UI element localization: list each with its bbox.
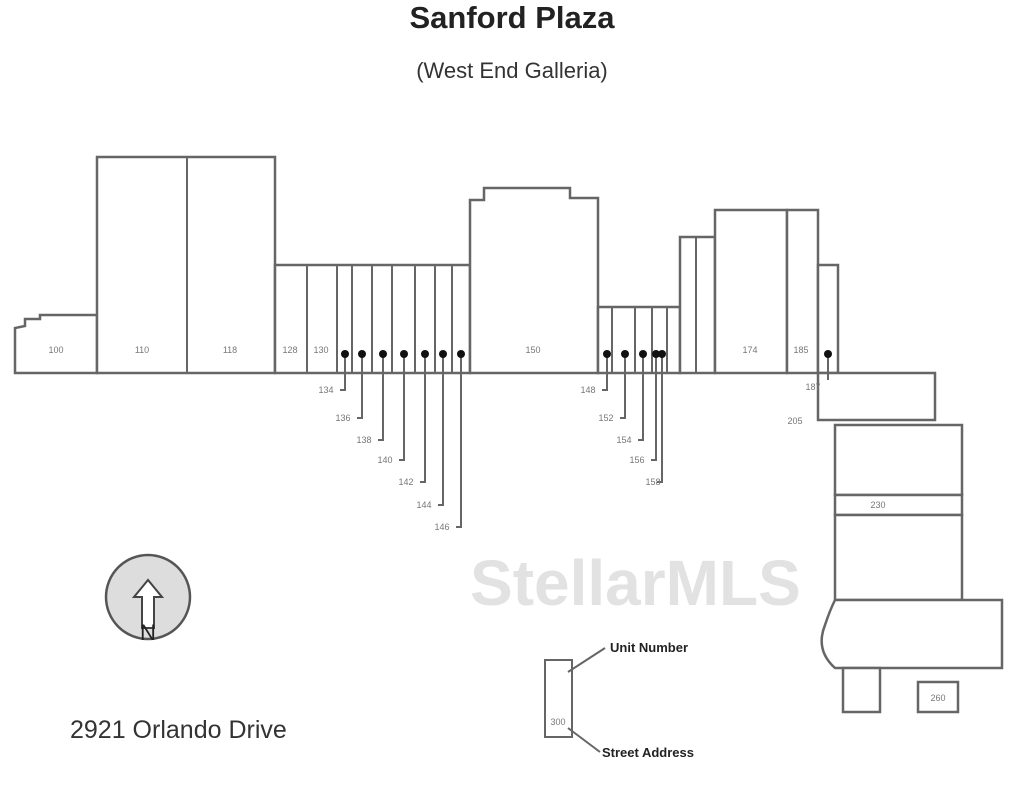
unit-label: 205 bbox=[787, 416, 802, 426]
unit-label: 128 bbox=[282, 345, 297, 355]
unit-label: 130 bbox=[313, 345, 328, 355]
east-wing-small-unit bbox=[841, 666, 882, 714]
legend-pointer bbox=[567, 647, 606, 673]
unit-230 bbox=[833, 493, 964, 517]
unit-label: 187 bbox=[805, 382, 820, 392]
unit-label: 260 bbox=[930, 693, 945, 703]
legend-unit-number: Unit Number bbox=[610, 640, 688, 655]
legend-sample-address: 300 bbox=[550, 717, 565, 727]
leader-lines bbox=[340, 354, 829, 528]
unit-dividers-west bbox=[306, 265, 453, 373]
unit-260 bbox=[916, 680, 960, 714]
north-arrow-icon: N bbox=[104, 553, 192, 645]
page-subtitle: (West End Galleria) bbox=[416, 58, 608, 83]
unit-label: 118 bbox=[223, 345, 237, 355]
page-title: Sanford Plaza bbox=[409, 0, 615, 35]
leader-label: 134 bbox=[318, 385, 333, 395]
street-address: 2921 Orlando Drive bbox=[70, 716, 287, 744]
leader-label: 152 bbox=[598, 413, 613, 423]
unit-label: 150 bbox=[525, 345, 540, 355]
legend-pointer bbox=[567, 727, 601, 753]
leader-label: 156 bbox=[629, 455, 644, 465]
leader-label: 148 bbox=[580, 385, 595, 395]
leader-label: 142 bbox=[398, 477, 413, 487]
east-wing-corridor bbox=[816, 371, 937, 422]
unit-label: 185 bbox=[793, 345, 808, 355]
unit-label: 174 bbox=[742, 345, 757, 355]
unit-100 bbox=[13, 313, 99, 375]
leader-label: 138 bbox=[356, 435, 371, 445]
unit-174 bbox=[713, 208, 789, 375]
leader-label: 144 bbox=[416, 500, 431, 510]
leader-label: 146 bbox=[434, 522, 449, 532]
unit-label: 110 bbox=[135, 345, 149, 355]
unit-dividers-east bbox=[611, 307, 668, 373]
legend-street-address: Street Address bbox=[602, 745, 694, 760]
east-wing-unit bbox=[833, 513, 964, 602]
legend-sample-unit bbox=[544, 659, 573, 738]
leader-label: 140 bbox=[377, 455, 392, 465]
unit-label: 230 bbox=[870, 500, 885, 510]
unit-label: 100 bbox=[48, 345, 63, 355]
unit-narrow-pair bbox=[678, 235, 717, 375]
watermark: StellarMLS bbox=[470, 547, 801, 619]
leader-label: 158 bbox=[645, 477, 660, 487]
legend: 300 Unit Number Street Address bbox=[544, 640, 694, 760]
east-wing-unit bbox=[833, 423, 964, 497]
leader-label: 154 bbox=[616, 435, 631, 445]
east-wing-unit-rounded bbox=[820, 598, 1004, 670]
address-marker-dots bbox=[341, 350, 832, 358]
leader-label: 136 bbox=[335, 413, 350, 423]
compass-label: N bbox=[140, 620, 156, 645]
